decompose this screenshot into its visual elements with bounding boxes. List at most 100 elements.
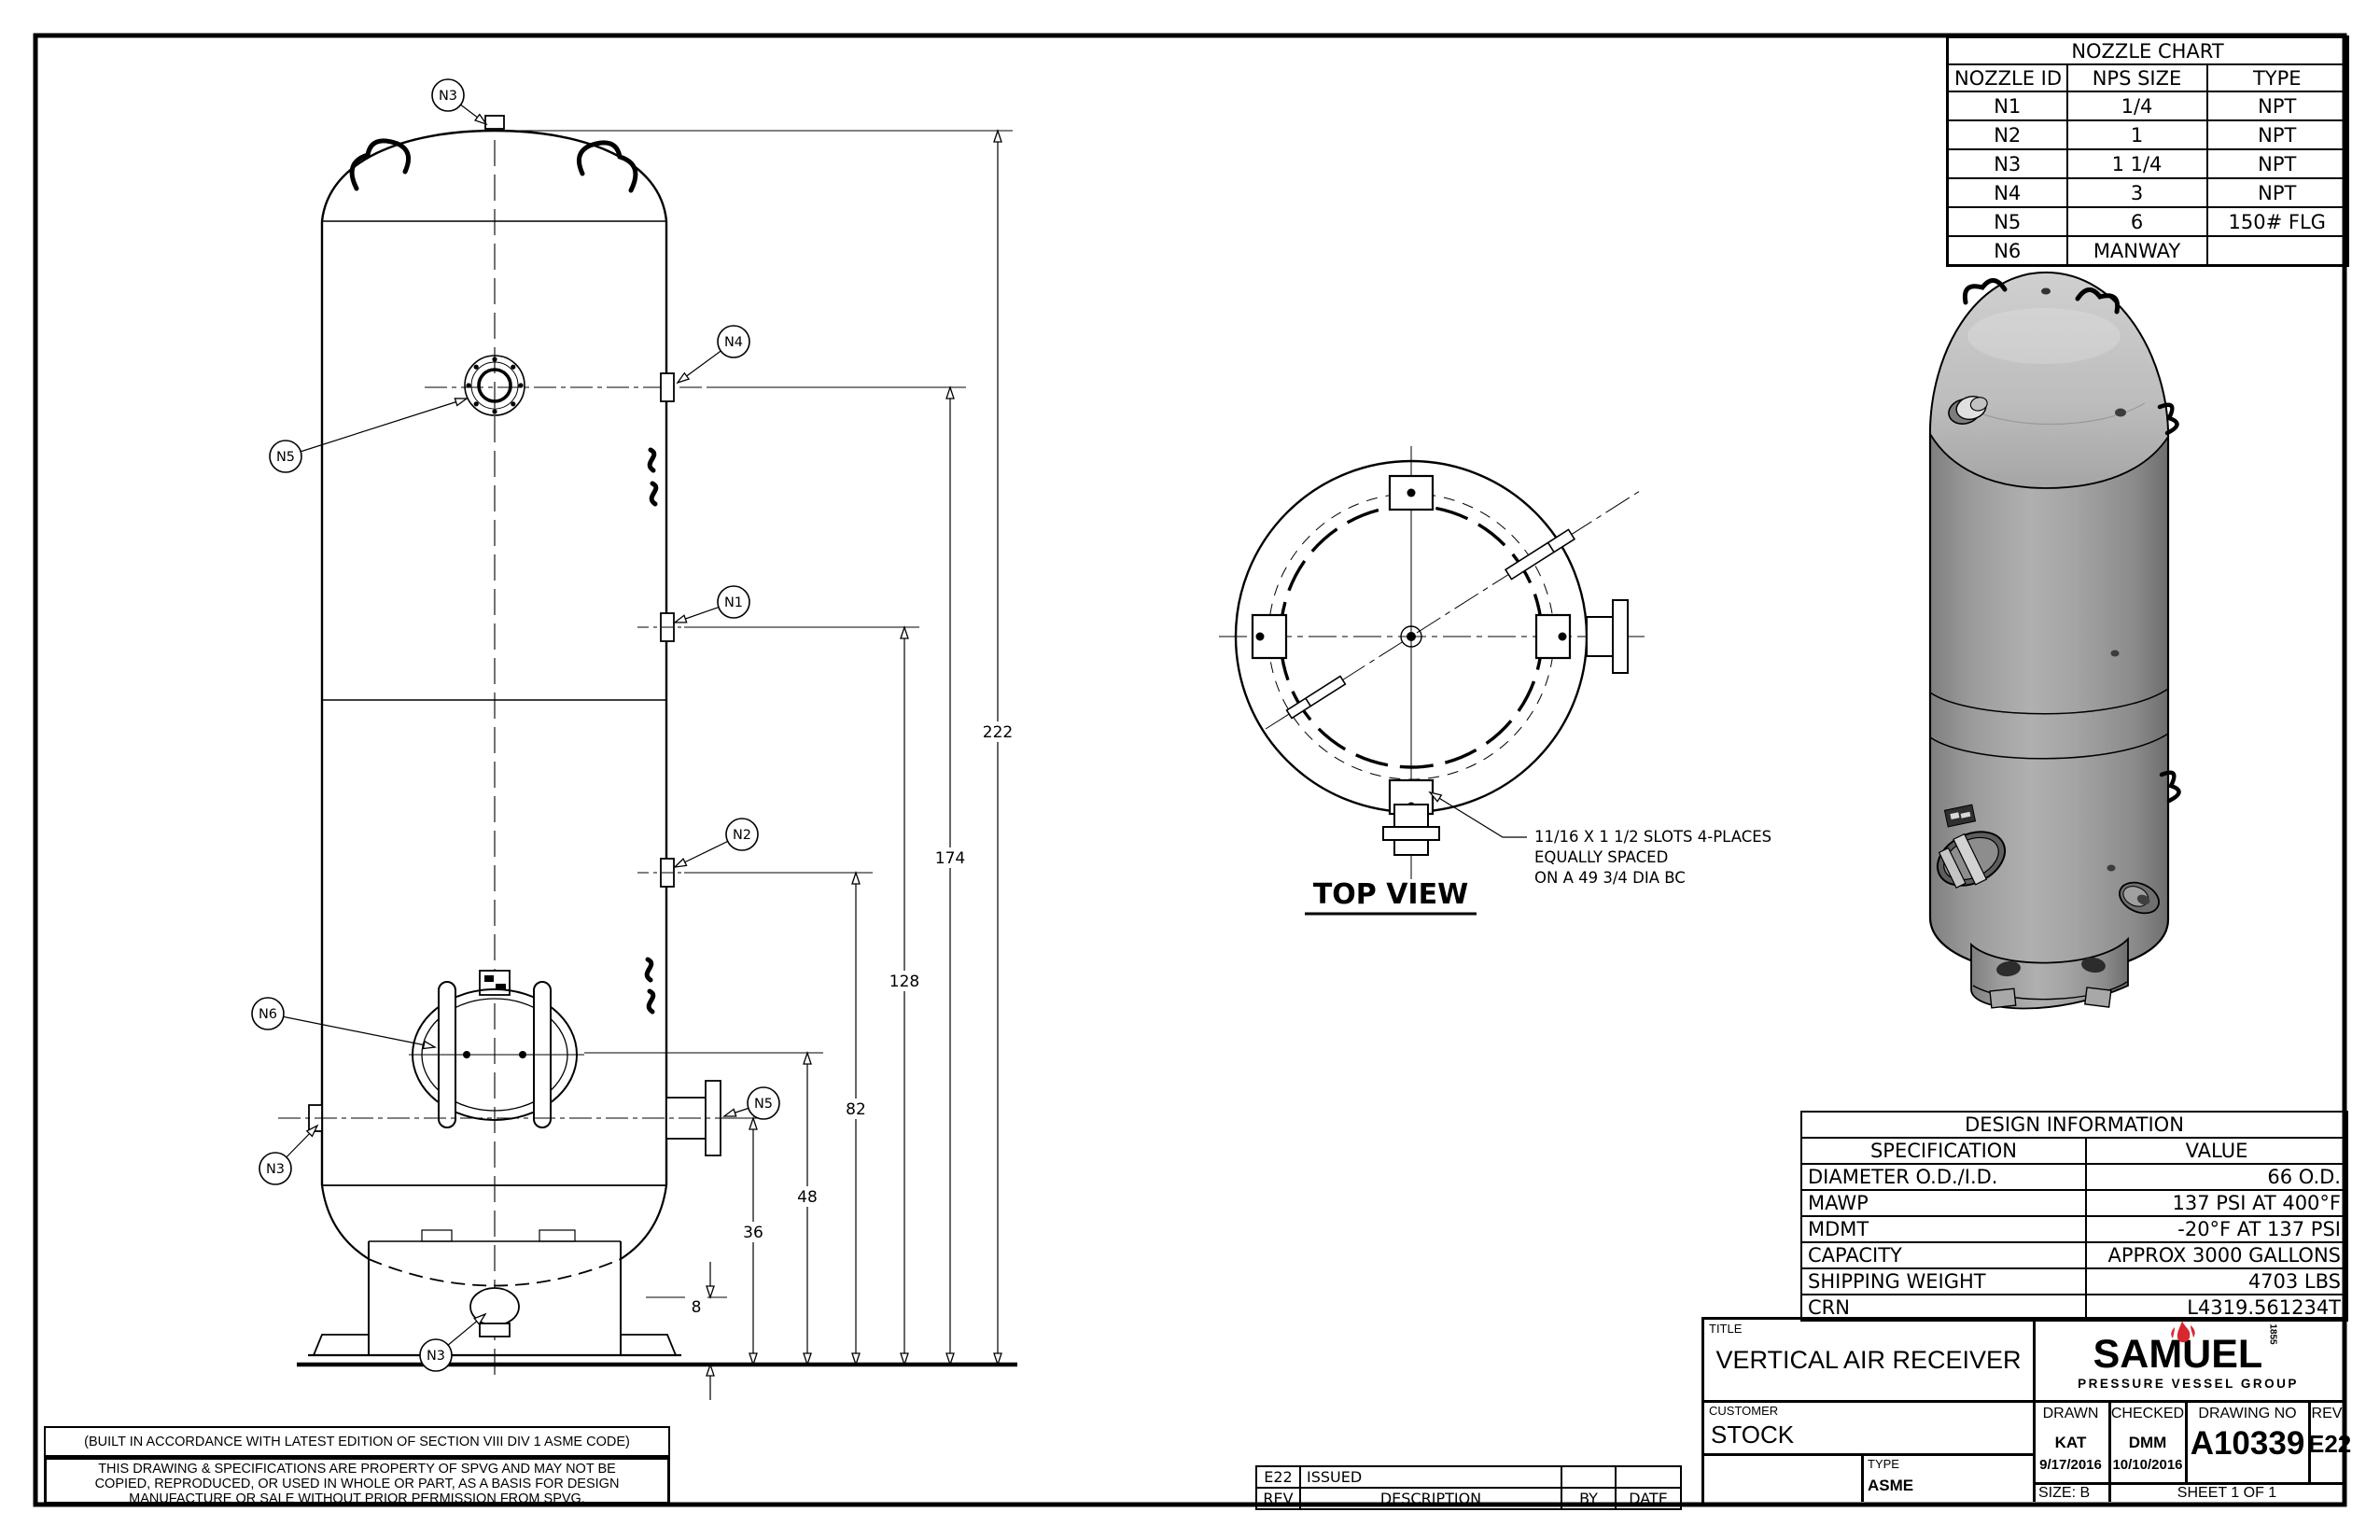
spec-value: 66 O.D. bbox=[2085, 1163, 2348, 1191]
cell: 1 1/4 bbox=[2065, 148, 2208, 179]
break-marks bbox=[644, 447, 659, 1015]
revision-header-rev: REV bbox=[1255, 1487, 1301, 1510]
spec-value: 4703 LBS bbox=[2085, 1267, 2348, 1295]
callout-n5-upper: N5 bbox=[276, 450, 295, 465]
drawing-no-label: DRAWING NO bbox=[2198, 1406, 2297, 1421]
cell: N4 bbox=[1946, 177, 2068, 208]
asme-code-note: (BUILT IN ACCORDANCE WITH LATEST EDITION… bbox=[44, 1426, 670, 1457]
cell: N6 bbox=[1946, 235, 2068, 267]
property-note-line1: THIS DRAWING & SPECIFICATIONS ARE PROPER… bbox=[98, 1462, 616, 1477]
dim-128: 128 bbox=[889, 973, 919, 991]
callout-n4: N4 bbox=[724, 335, 743, 350]
cell: 1/4 bbox=[2065, 91, 2208, 121]
iso-manway bbox=[1936, 831, 2007, 889]
cell: MANWAY bbox=[2065, 235, 2208, 267]
flange-n5-lower bbox=[665, 1080, 721, 1156]
type-value: ASME bbox=[1868, 1477, 1914, 1494]
revision-row: E22 ISSUED bbox=[1255, 1465, 1682, 1489]
slot-note-line3: ON A 49 3/4 DIA BC bbox=[1534, 869, 1686, 887]
logo-tagline: PRESSURE VESSEL GROUP bbox=[2078, 1377, 2299, 1391]
slot-note-line2: EQUALLY SPACED bbox=[1534, 848, 1668, 866]
callout-n3-top: N3 bbox=[439, 89, 457, 104]
spec-label: MDMT bbox=[1800, 1215, 2087, 1243]
design-info-title: DESIGN INFORMATION bbox=[1800, 1111, 2348, 1139]
table-row: MDMT-20°F AT 137 PSI bbox=[1800, 1215, 2348, 1243]
cell: NPT bbox=[2205, 91, 2349, 121]
property-note: THIS DRAWING & SPECIFICATIONS ARE PROPER… bbox=[44, 1457, 670, 1506]
logo-year: 1855 bbox=[2267, 1323, 2278, 1345]
title-block: TITLE VERTICAL AIR RECEIVER CUSTOMER STO… bbox=[1701, 1317, 2352, 1505]
callout-n6: N6 bbox=[259, 1007, 277, 1022]
cell: N5 bbox=[1946, 206, 2068, 237]
iso-nameplate bbox=[1943, 804, 1977, 828]
dim-48: 48 bbox=[797, 1188, 818, 1207]
revision-rev: E22 bbox=[1255, 1465, 1301, 1489]
cell: 3 bbox=[2065, 177, 2208, 208]
dim-222: 222 bbox=[983, 723, 1013, 742]
sheet-border bbox=[33, 33, 2347, 1507]
table-row: DIAMETER O.D./I.D.66 O.D. bbox=[1800, 1163, 2348, 1191]
drawn-label: DRAWN bbox=[2042, 1406, 2099, 1421]
type-label: TYPE bbox=[1868, 1457, 1899, 1471]
bottom-fitting bbox=[469, 1287, 520, 1337]
sheet-value: SHEET 1 OF 1 bbox=[2177, 1485, 2277, 1501]
callout-n3-bottom: N3 bbox=[427, 1349, 445, 1364]
rev-label: REV bbox=[2311, 1406, 2343, 1421]
spec-label: MAWP bbox=[1800, 1189, 2087, 1217]
drawing-title: VERTICAL AIR RECEIVER bbox=[1715, 1346, 2022, 1374]
size-value: SIZE: B bbox=[2038, 1485, 2091, 1501]
top-view: 11/16 X 1 1/2 SLOTS 4-PLACES EQUALLY SPA… bbox=[1219, 446, 1771, 916]
callout-n3-left: N3 bbox=[266, 1162, 285, 1177]
property-note-line2: COPIED, REPRODUCED, OR USED IN WHOLE OR … bbox=[94, 1477, 620, 1491]
revision-by bbox=[1561, 1465, 1617, 1489]
customer-label: CUSTOMER bbox=[1709, 1404, 1779, 1418]
cell: N2 bbox=[1946, 119, 2068, 150]
nameplate bbox=[479, 970, 511, 996]
cell: N1 bbox=[1946, 91, 2068, 121]
nozzle-chart-title: NOZZLE CHART bbox=[1946, 35, 2349, 65]
dim-8: 8 bbox=[692, 1298, 702, 1317]
cell: NPT bbox=[2205, 119, 2349, 150]
dim-82: 82 bbox=[846, 1100, 866, 1119]
cell: NPT bbox=[2205, 148, 2349, 179]
cell: 1 bbox=[2065, 119, 2208, 150]
iso-left-nozzle bbox=[1948, 396, 1988, 425]
drawn-by: KAT bbox=[2054, 1434, 2087, 1451]
asme-code-note-text: (BUILT IN ACCORDANCE WITH LATEST EDITION… bbox=[84, 1435, 630, 1449]
revision-header-description: DESCRIPTION bbox=[1299, 1487, 1562, 1510]
nozzle-callouts: N3 N4 N5 N1 N2 N6 N5 N3 N3 bbox=[251, 78, 780, 1372]
drawn-date: 9/17/2016 bbox=[2039, 1457, 2102, 1473]
cell: N3 bbox=[1946, 148, 2068, 179]
flange-n5-upper bbox=[464, 355, 525, 416]
cell bbox=[2205, 235, 2349, 267]
nozzle-chart-header-id: NOZZLE ID bbox=[1946, 63, 2068, 92]
callout-n5-lower: N5 bbox=[754, 1097, 773, 1112]
revision-table: E22 ISSUED REV DESCRIPTION BY DATE bbox=[1255, 1465, 1682, 1510]
spec-value: -20°F AT 137 PSI bbox=[2085, 1215, 2348, 1243]
revision-description: ISSUED bbox=[1299, 1465, 1562, 1489]
nozzle-chart-header-size: NPS SIZE bbox=[2065, 63, 2208, 92]
dimensions: 222 174 128 82 48 36 8 bbox=[297, 128, 1019, 1400]
property-note-line3: MANUFACTURE OR SALE WITHOUT PRIOR PERMIS… bbox=[129, 1491, 585, 1506]
checked-by: DMM bbox=[2128, 1434, 2167, 1451]
top-view-label: TOP VIEW bbox=[1313, 878, 1468, 911]
spec-value: APPROX 3000 GALLONS bbox=[2085, 1241, 2348, 1269]
checked-label: CHECKED bbox=[2110, 1406, 2185, 1421]
iso-bottom-nozzle bbox=[2119, 881, 2160, 915]
title-label: TITLE bbox=[1709, 1322, 1743, 1336]
rev-value: E22 bbox=[2308, 1430, 2352, 1458]
cell: 150# FLG bbox=[2205, 206, 2349, 237]
